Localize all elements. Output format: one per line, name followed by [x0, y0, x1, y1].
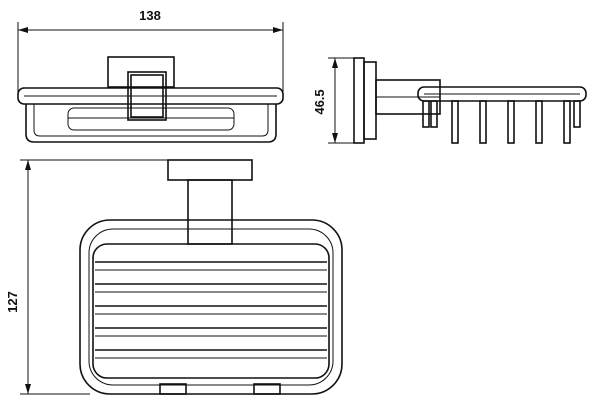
arrow-right-icon	[273, 27, 283, 33]
tray-pin	[563, 100, 571, 144]
tray-foot-left	[159, 383, 187, 395]
arrow-up-icon	[332, 58, 338, 68]
tray-pin	[430, 100, 438, 128]
wall-plate-top	[107, 56, 175, 88]
tray-grille	[67, 107, 235, 131]
arrow-down-icon	[25, 384, 31, 394]
side-view: 46.5	[312, 57, 587, 144]
tray-pin	[479, 100, 487, 144]
tray-pin	[573, 100, 581, 128]
tray-frame-inner	[88, 228, 334, 386]
front-view: 127	[5, 159, 343, 395]
tray-basket-outline	[25, 104, 277, 143]
arrow-up-icon	[25, 160, 31, 170]
width-dimension: 138	[17, 8, 284, 92]
depth-label: 46.5	[312, 89, 327, 114]
top-view: 138	[17, 8, 284, 143]
tray-pins	[422, 100, 581, 144]
support-arm-top	[127, 71, 167, 121]
tray-foot-right	[253, 383, 281, 395]
basket-bars	[95, 261, 327, 359]
tray-pin	[451, 100, 459, 144]
tray-basket	[92, 243, 330, 379]
arrow-left-icon	[18, 27, 28, 33]
height-dimension: 127	[5, 159, 168, 395]
tray-frame-outer	[79, 219, 343, 395]
width-label: 138	[139, 8, 161, 23]
height-label: 127	[5, 291, 20, 313]
tray-pin	[507, 100, 515, 144]
tray-top-rail	[17, 87, 284, 105]
support-arm-face	[130, 74, 164, 118]
depth-dimension: 46.5	[312, 57, 362, 144]
tray-side-rail	[417, 86, 587, 102]
wall-plate-cap	[363, 61, 377, 140]
wall-plate-front	[167, 159, 253, 181]
tray-pin	[422, 100, 430, 128]
tray-pin	[535, 100, 543, 144]
wall-plate-side	[353, 57, 365, 144]
support-arm-front	[187, 179, 233, 245]
arrow-down-icon	[332, 133, 338, 143]
tray-basket-inner	[33, 104, 269, 137]
